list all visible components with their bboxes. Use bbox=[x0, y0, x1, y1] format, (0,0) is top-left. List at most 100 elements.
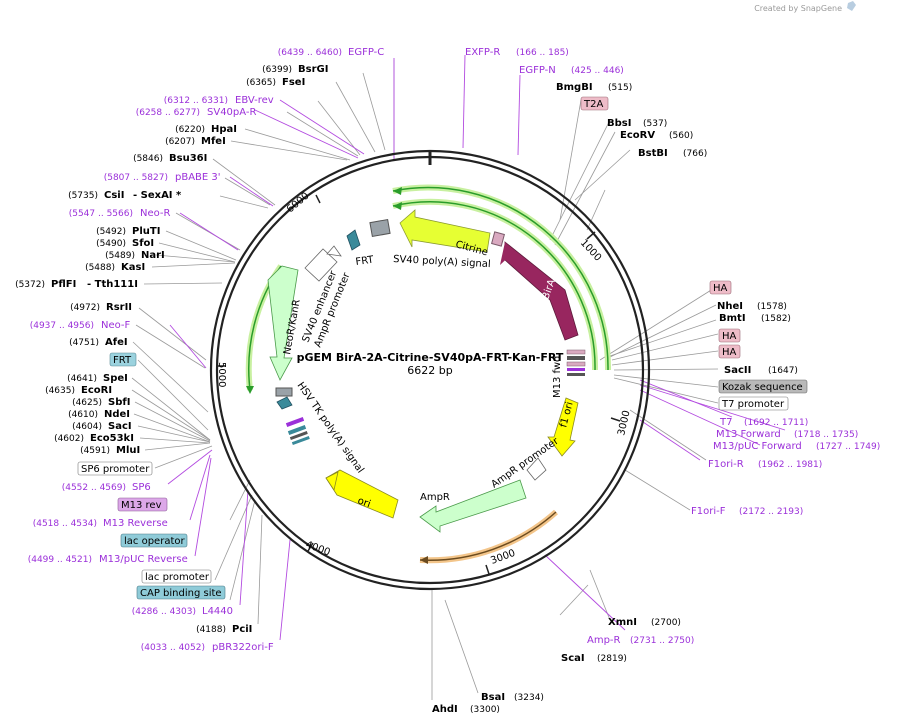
label-neof-pos: (4937 .. 4956) bbox=[30, 321, 94, 331]
feature-neokan[interactable] bbox=[267, 265, 299, 381]
label-saci-pos: (4604) bbox=[72, 422, 102, 432]
label-egfpc: EGFP-C bbox=[348, 47, 384, 58]
label-saci: SacI bbox=[108, 421, 132, 432]
feature-arc-inner bbox=[392, 201, 596, 371]
label-bmti: BmtI bbox=[719, 313, 746, 324]
label-afei: AfeI bbox=[105, 337, 128, 348]
label-pflfi-pos: (5372) bbox=[15, 280, 45, 290]
feature-ampr-promoter-bottom bbox=[526, 457, 547, 481]
feature-ori[interactable] bbox=[325, 469, 399, 519]
ha-box-3 bbox=[718, 344, 741, 359]
label-f1orir: F1ori-R bbox=[708, 459, 744, 470]
label-bsrgi-pos: (6399) bbox=[262, 65, 292, 75]
ruler-label-5000: 5000 bbox=[216, 362, 227, 387]
label-mfei-pos: (6207) bbox=[165, 137, 195, 147]
label-egfpn-pos: (425 .. 446) bbox=[571, 66, 624, 76]
label-bmti-pos: (1582) bbox=[761, 314, 791, 324]
label-ecori-pos: (4635) bbox=[45, 386, 75, 396]
label-t7: T7 bbox=[719, 417, 732, 428]
label-t7-pos: (1692 .. 1711) bbox=[744, 418, 808, 428]
label-l4440-pos: (4286 .. 4303) bbox=[132, 607, 196, 617]
snapgene-logo-icon bbox=[847, 1, 856, 11]
feature-arc-inner-arrow bbox=[393, 202, 402, 210]
label-l4440: L4440 bbox=[202, 606, 233, 617]
label-egfpc-pos: (6439 .. 6460) bbox=[278, 48, 342, 58]
label-sfoi: SfoI bbox=[132, 238, 154, 249]
label-plutI: PluTI bbox=[132, 226, 160, 237]
label-ecorv-pos: (560) bbox=[669, 131, 693, 141]
frt-label-box bbox=[109, 352, 137, 367]
label-rsrii: RsrII bbox=[106, 302, 132, 313]
label-sacii-pos: (1647) bbox=[768, 366, 798, 376]
label-sbfi: SbfI bbox=[108, 397, 130, 408]
label-sbfi-pos: (4625) bbox=[72, 398, 102, 408]
label-mfei: MfeI bbox=[201, 136, 226, 147]
label-fsei-pos: (6365) bbox=[246, 78, 276, 88]
label-bbsi-pos: (537) bbox=[643, 119, 667, 129]
label-lacop: lac operator bbox=[124, 536, 185, 547]
label-pcii: PciI bbox=[232, 624, 252, 635]
label-pbabe: pBABE 3' bbox=[175, 172, 221, 183]
label-xmni: XmnI bbox=[608, 617, 637, 628]
label-bstbi: BstBI bbox=[638, 148, 668, 159]
label-sp6prom: SP6 promoter bbox=[81, 464, 150, 475]
label-nari-pos: (5489) bbox=[105, 251, 135, 261]
label-tth: - Tth111I bbox=[87, 279, 138, 290]
credit-text: Created by SnapGene bbox=[754, 4, 842, 13]
label-m13reverse: M13 Reverse bbox=[103, 518, 168, 529]
label-m13puc-rev-pos: (4499 .. 4521) bbox=[28, 555, 92, 565]
feature-citrine[interactable] bbox=[399, 209, 491, 253]
ha-box-1 bbox=[709, 280, 732, 295]
label-bmgbi-pos: (515) bbox=[608, 83, 632, 93]
feature-bira-arrow bbox=[500, 242, 514, 265]
leader-lines bbox=[131, 60, 719, 700]
label-nari: NarI bbox=[141, 250, 165, 261]
m13rev-box bbox=[117, 497, 168, 512]
label-nhei: NheI bbox=[717, 301, 743, 312]
label-bsai: BsaI bbox=[481, 692, 505, 703]
kozak-box bbox=[718, 379, 808, 394]
feature-frt-top bbox=[346, 229, 361, 251]
label-afei-pos: (4751) bbox=[69, 338, 99, 348]
label-egfpn: EGFP-N bbox=[519, 65, 556, 76]
label-ebvrev: EBV-rev bbox=[235, 95, 274, 106]
label-hpai: HpaI bbox=[211, 124, 237, 135]
label-scai: ScaI bbox=[561, 653, 585, 664]
mcs-cluster bbox=[285, 417, 310, 446]
label-t7prom: T7 promoter bbox=[721, 399, 785, 410]
label-mlui: MluI bbox=[116, 445, 140, 456]
label-bsu36i: Bsu36I bbox=[169, 153, 207, 164]
label-bmgbi: BmgBI bbox=[556, 82, 593, 93]
feature-hsv-block bbox=[275, 387, 293, 397]
label-bsai-pos: (3234) bbox=[514, 693, 544, 703]
feature-frt-label: FRT bbox=[355, 254, 375, 268]
feature-ampr[interactable] bbox=[419, 479, 527, 533]
label-fsei: FseI bbox=[282, 77, 305, 88]
t7-promoter-box bbox=[718, 396, 789, 411]
feature-arc-outer bbox=[392, 186, 609, 371]
feature-sv40pa-label: SV40 poly(A) signal bbox=[393, 254, 491, 270]
label-ampr-primer: Amp-R bbox=[587, 635, 621, 646]
label-spei-pos: (4641) bbox=[67, 374, 97, 384]
label-m13puc-fwd-pos: (1727 .. 1749) bbox=[816, 442, 880, 452]
feature-sv40pa-block bbox=[369, 218, 391, 238]
feature-f1ori[interactable] bbox=[547, 397, 579, 457]
label-t2a: T2A bbox=[583, 99, 603, 110]
label-m13puc-rev: M13/pUC Reverse bbox=[99, 554, 188, 565]
label-exfpr-pos: (166 .. 185) bbox=[516, 48, 569, 58]
label-ahdi: AhdI bbox=[432, 704, 458, 715]
feature-t2a-block bbox=[491, 231, 505, 247]
ruler-label-4000: 4000 bbox=[304, 539, 332, 558]
label-pbabe-pos: (5807 .. 5827) bbox=[104, 173, 168, 183]
feature-arc-outer-arrow bbox=[393, 187, 402, 195]
feature-ampr-promoter-bottom-label: AmpR promoter bbox=[489, 435, 561, 490]
ha-box-2 bbox=[718, 328, 741, 343]
label-neor-pos: (5547 .. 5566) bbox=[69, 209, 133, 219]
feature-ori-label: ori bbox=[356, 495, 372, 510]
label-sv40par: SV40pA-R bbox=[207, 107, 256, 118]
label-sexai: - SexAI * bbox=[133, 190, 182, 201]
label-sv40par-pos: (6258 .. 6277) bbox=[136, 108, 200, 118]
label-ndei-pos: (4610) bbox=[68, 410, 98, 420]
label-neof: Neo-F bbox=[101, 320, 131, 331]
